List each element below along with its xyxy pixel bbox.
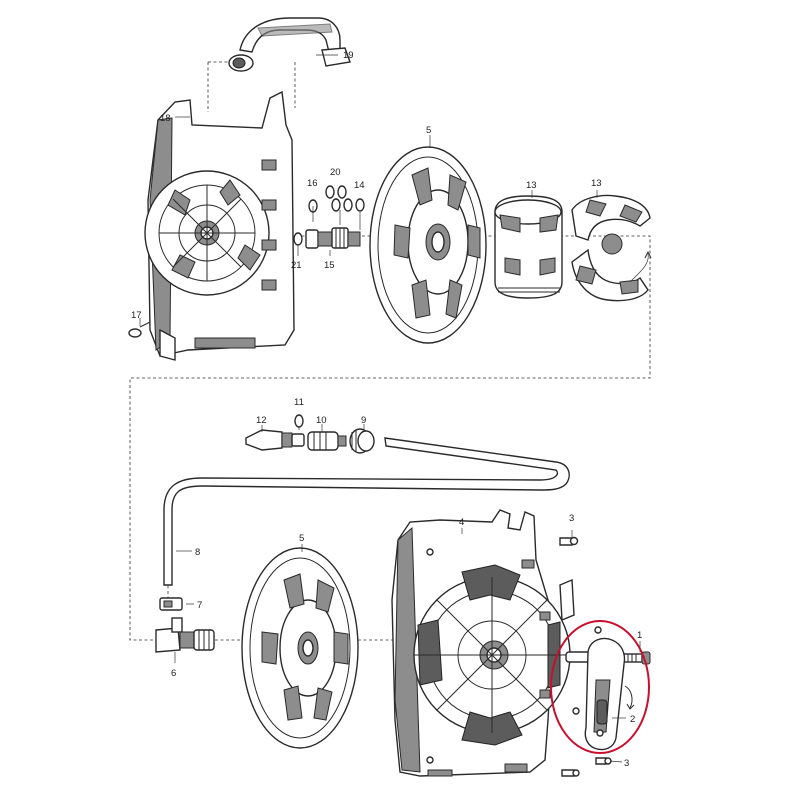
callout-11: 11: [294, 397, 304, 408]
part-12-spray-nozzle: [245, 429, 305, 451]
callout-13-right: 13: [591, 178, 602, 189]
callout-5-bottom: 5: [299, 533, 304, 544]
callout-10: 10: [316, 415, 327, 426]
highlight-crank-handle: [550, 620, 650, 754]
part-17-washer: [128, 321, 151, 338]
part-10-hose-connector: [307, 431, 347, 451]
part-8-hose: [163, 437, 570, 586]
callout-18: 18: [160, 113, 171, 124]
callout-6: 6: [171, 668, 176, 679]
part-9-coupling-nut: [349, 428, 375, 454]
callout-20: 20: [330, 167, 341, 178]
part-11-o-ring: [294, 414, 304, 430]
part-5-drum-disc-top: [369, 146, 487, 344]
part-15-axle-connector: [305, 206, 361, 249]
callout-16: 16: [307, 178, 318, 189]
part-20-o-rings: [325, 185, 353, 212]
callout-1: 1: [637, 630, 642, 641]
callout-8: 8: [195, 547, 200, 558]
part-4-housing-half: [391, 509, 575, 777]
callout-13-left: 13: [526, 180, 537, 191]
part-2-crank-handle: [572, 626, 635, 751]
callout-9: 9: [361, 415, 366, 426]
callout-7: 7: [197, 600, 202, 611]
part-13-drum-core-left: [494, 195, 563, 299]
callout-14: 14: [354, 180, 365, 191]
callout-3-bottom: 3: [624, 758, 629, 769]
part-21-o-ring: [293, 232, 303, 246]
part-13-drum-core-right: [571, 194, 652, 302]
callout-17: 17: [131, 310, 142, 321]
callout-leaders: [139, 54, 598, 663]
part-5-drum-disc-bottom: [241, 547, 359, 749]
part-3-screws-bottom: [561, 757, 623, 777]
part-7-hose-clip: [159, 597, 183, 611]
callout-21: 21: [291, 260, 302, 271]
part-6-inlet-connector: [155, 617, 215, 653]
callout-15: 15: [324, 260, 335, 271]
part-3-screw-top: [559, 530, 579, 546]
callout-3-top: 3: [569, 513, 574, 524]
part-14-o-ring: [355, 198, 365, 212]
callout-19: 19: [343, 50, 354, 61]
callout-2: 2: [630, 714, 635, 725]
callout-4: 4: [459, 517, 464, 528]
callout-12: 12: [256, 415, 267, 426]
part-19-handle: [228, 17, 351, 72]
callout-labels: 19 18 5 20 16 14 13 13 21 15 17 11 12 10…: [131, 50, 642, 769]
part-18-housing-half: [144, 90, 295, 361]
callout-5-top: 5: [426, 125, 431, 136]
